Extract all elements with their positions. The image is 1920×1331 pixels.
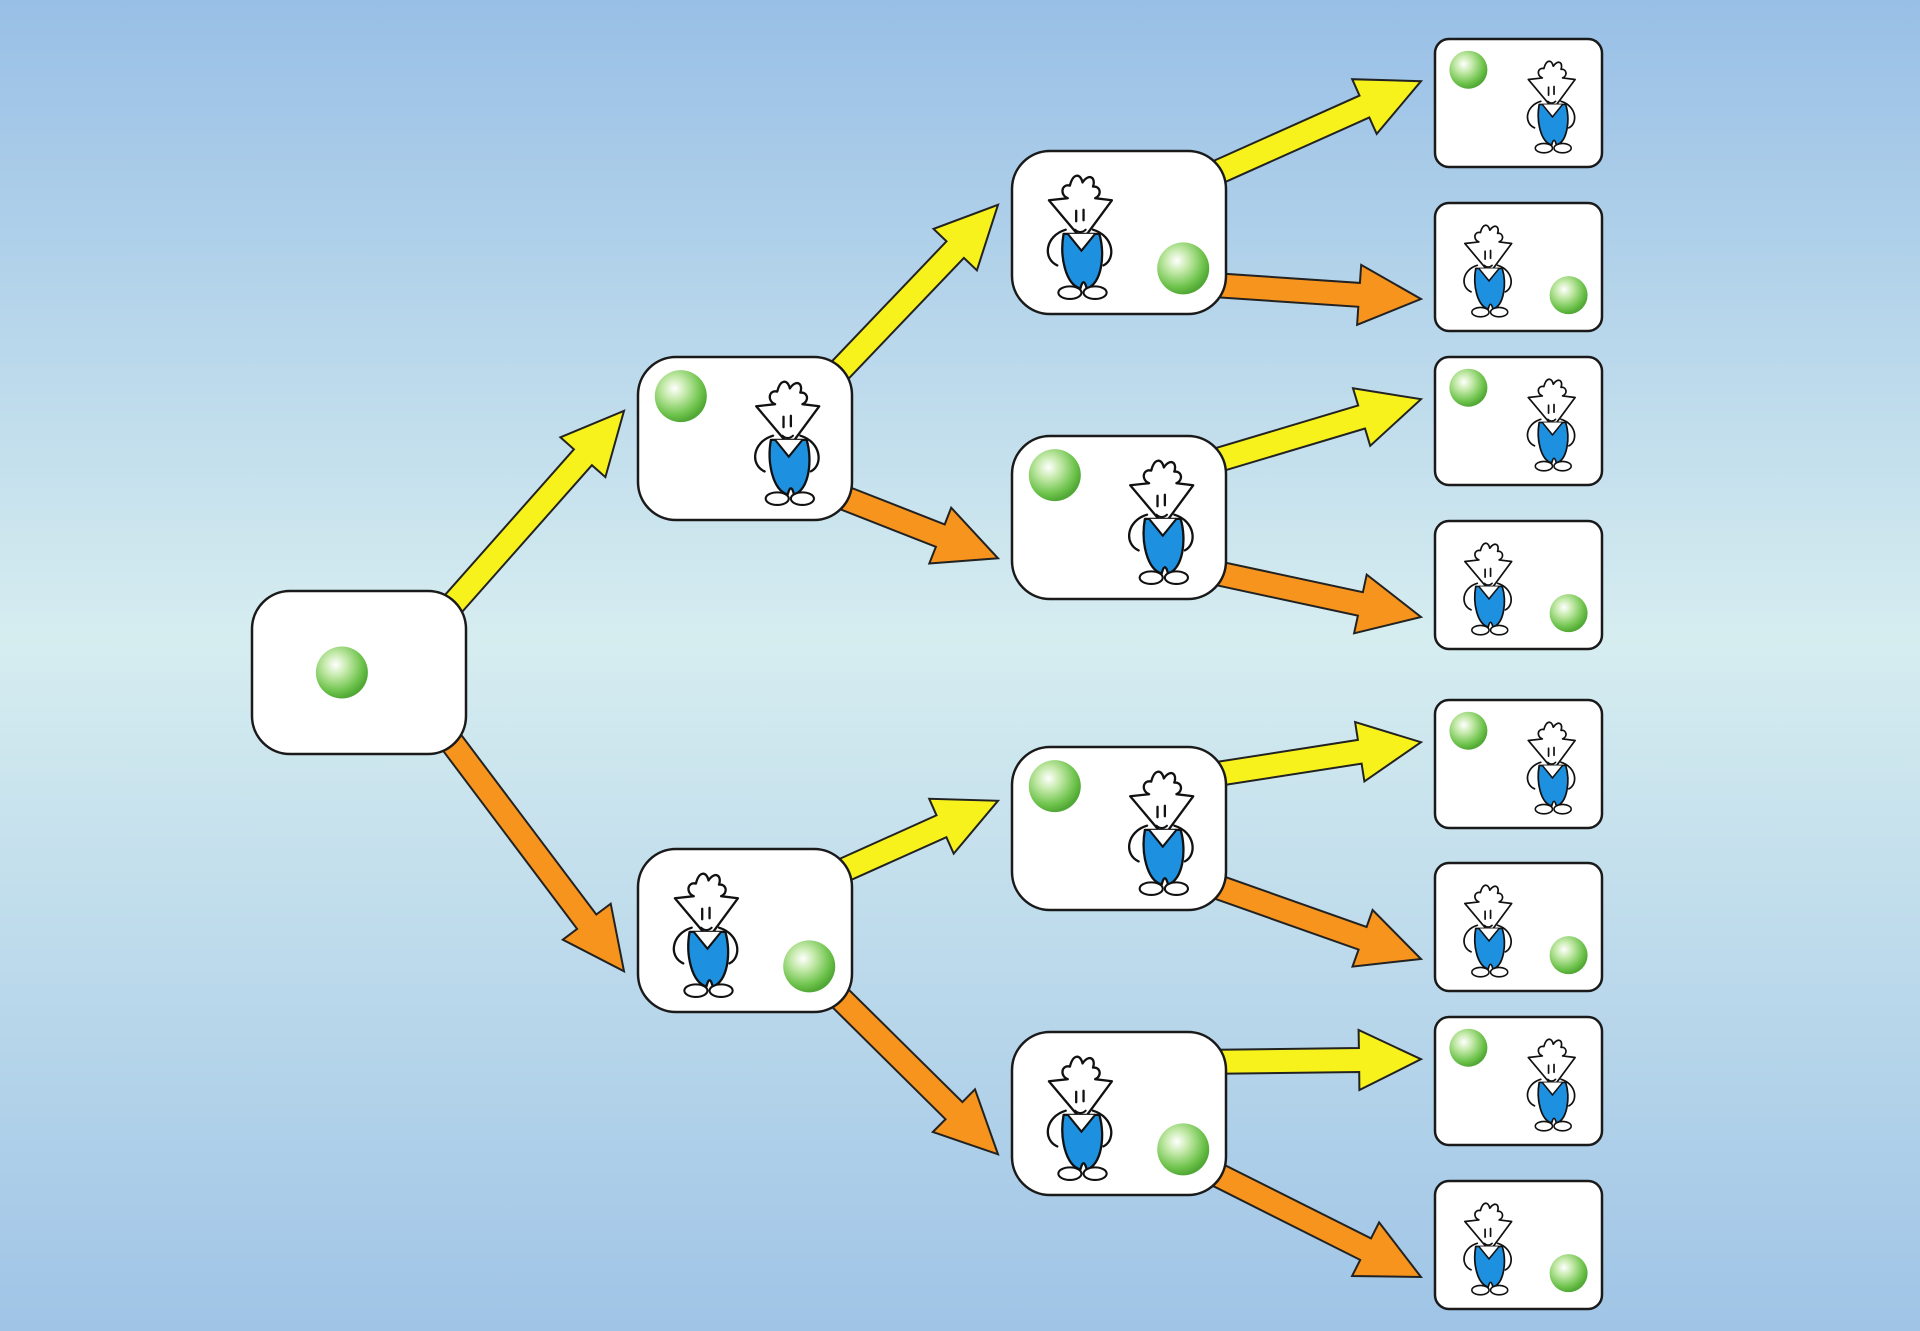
node-l7 — [1433, 1015, 1604, 1147]
green-ball-icon — [1449, 368, 1488, 407]
node-l5 — [1433, 698, 1604, 830]
yellow-arrow-n5-to-l5 — [1204, 720, 1424, 789]
yellow-arrow-n6-to-l7 — [1206, 1028, 1424, 1092]
orange-arrow-n5-to-l6 — [1202, 870, 1424, 968]
orange-arrow-n6-to-l8 — [1200, 1157, 1424, 1279]
node-n6 — [1010, 1030, 1228, 1197]
green-ball-icon — [315, 646, 368, 699]
node-l3 — [1433, 355, 1604, 487]
node-l1 — [1433, 37, 1604, 169]
yellow-arrow-root-to-n1 — [434, 409, 626, 623]
green-ball-icon — [1449, 1028, 1488, 1067]
green-ball-icon — [1449, 711, 1488, 750]
nodes-layer — [250, 37, 1604, 1311]
node-n2 — [636, 847, 854, 1014]
green-ball-icon — [1549, 276, 1588, 315]
node-l8 — [1433, 1179, 1604, 1311]
orange-arrow-n4-to-l4 — [1204, 558, 1424, 635]
yellow-arrow-n4-to-l3 — [1202, 387, 1424, 476]
green-ball-icon — [1549, 936, 1588, 975]
green-ball-icon — [1028, 449, 1081, 502]
node-n5 — [1010, 745, 1228, 912]
green-ball-icon — [1449, 50, 1488, 89]
green-ball-icon — [783, 940, 836, 993]
arrows-layer — [432, 78, 1424, 1279]
node-n1 — [636, 355, 854, 522]
orange-arrow-n3-to-l2 — [1206, 263, 1424, 327]
node-l2 — [1433, 201, 1604, 333]
node-l6 — [1433, 861, 1604, 993]
node-n4 — [1010, 434, 1228, 601]
yellow-arrow-n1-to-n3 — [820, 203, 1000, 390]
orange-arrow-n2-to-n6 — [821, 979, 1000, 1156]
node-n3 — [1010, 149, 1228, 316]
green-ball-icon — [1028, 760, 1081, 813]
yellow-arrow-n3-to-l1 — [1200, 78, 1424, 190]
green-ball-icon — [1157, 1123, 1210, 1176]
green-ball-icon — [1549, 594, 1588, 633]
node-root — [250, 589, 468, 756]
node-l4 — [1433, 519, 1604, 651]
yellow-arrow-n2-to-n5 — [826, 797, 1001, 888]
green-ball-icon — [1157, 242, 1210, 295]
green-ball-icon — [1549, 1254, 1588, 1293]
orange-arrow-root-to-n2 — [432, 723, 626, 974]
green-ball-icon — [654, 370, 707, 423]
orange-arrow-n1-to-n4 — [827, 481, 1001, 565]
